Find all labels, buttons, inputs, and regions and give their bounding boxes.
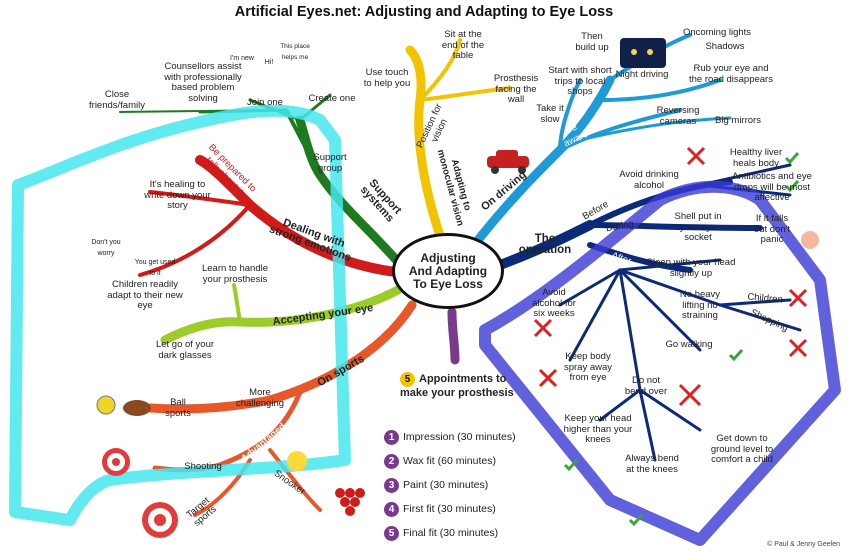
label-close-friends: Close friends/family — [89, 89, 145, 111]
branch-operation-label: The operation — [518, 233, 572, 256]
label-handle-prosthesis: Learn to handle your prosthesis — [201, 263, 269, 285]
branch-appointments — [447, 307, 460, 365]
label-children-adapt: Children readily adapt to their new eye — [107, 279, 183, 311]
center-line-1: Adjusting — [420, 250, 476, 265]
ball-icon — [96, 395, 151, 416]
center-line-3: To Eye Loss — [413, 276, 483, 291]
blue-highlight — [479, 180, 841, 546]
label-body-spray: Keep body spray away from eye — [563, 351, 613, 383]
label-ball-sports: Ball sports — [165, 397, 191, 419]
branch-accepting — [160, 285, 403, 345]
label-use-touch: Use touch to help you — [363, 67, 411, 89]
night-driving-icon — [620, 38, 666, 68]
label-sleep-head-up: Sleep with your head slightly up — [646, 257, 736, 279]
speech-im-new: I'm new — [230, 55, 254, 62]
cross-icons — [533, 146, 808, 407]
label-reversing-cameras: Reversing cameras — [656, 105, 700, 127]
label-no-lifting: No heavy lifting no straining — [679, 289, 721, 321]
label-short-trips: Start with short trips to local shops — [548, 65, 612, 97]
label-oncoming-lights: Oncoming lights — [682, 27, 752, 38]
label-create-one: Create one — [308, 93, 356, 104]
label-more-challenging: More challenging — [235, 387, 285, 409]
label-counsellors: Counsellors assist with professionally b… — [164, 61, 242, 104]
label-big-mirrors: Big mirrors — [715, 115, 761, 126]
target-icon — [102, 448, 178, 538]
label-ground-level: Get down to ground level to comfort a ch… — [710, 433, 774, 465]
label-go-walking: Go walking — [665, 339, 713, 350]
speech-get-used: You get used to it — [134, 259, 176, 277]
center-node: Adjusting And Adapting To Eye Loss — [392, 233, 504, 309]
label-shooting: Shooting — [184, 461, 222, 472]
branch-sports — [145, 300, 417, 414]
label-antibiotics: Antibiotics and eye drops will be most a… — [732, 171, 812, 203]
branch-operation — [495, 220, 595, 270]
page-title: Artificial Eyes.net: Adjusting and Adapt… — [234, 4, 614, 20]
car-icon — [487, 150, 529, 174]
label-avoid-alcohol-six: Avoid alcohol for six weeks — [532, 287, 576, 319]
label-night-driving: Night driving — [615, 69, 669, 80]
label-healthy-liver: Healthy liver heals body — [729, 147, 783, 169]
label-support-group: Support group — [313, 152, 347, 174]
appointments-number-badge: 5 — [400, 372, 415, 387]
label-falls-out: If it falls out don't panic — [753, 213, 791, 245]
label-dark-glasses: Let go of your dark glasses — [155, 339, 215, 361]
label-avoid-drinking: Avoid drinking alcohol — [619, 169, 679, 191]
center-line-2: And Adapting — [408, 263, 488, 278]
label-shell-in: Shell put in your eye socket — [674, 211, 722, 243]
branch-emotions — [195, 155, 401, 277]
label-do-not-bend: Do not bend over — [624, 375, 668, 397]
label-shadows: Shadows — [705, 41, 745, 52]
branch-position — [405, 45, 445, 241]
label-build-up: Then build up — [575, 31, 609, 53]
snooker-icon — [335, 488, 365, 516]
credit-text: © Paul & Jenny Geelen — [767, 541, 840, 548]
speech-place-helps: This place helps me — [280, 43, 310, 61]
label-head-higher: Keep your head higher than your knees — [563, 413, 633, 445]
branch-support — [295, 115, 403, 267]
cyan-highlight — [9, 104, 351, 526]
label-write-story: It's healing to write down your story — [144, 179, 211, 211]
label-prosthesis-wall: Prosthesis facing the wall — [493, 73, 539, 105]
label-sit-end-table: Sit at the end of the table — [441, 29, 485, 61]
speech-dont-worry: Don't you worry — [91, 239, 121, 257]
label-bend-knees: Always bend at the knees — [625, 453, 679, 475]
label-join-one: Join one — [247, 97, 283, 108]
label-take-slow: Take it slow — [536, 103, 564, 125]
speech-hi: Hi! — [264, 59, 274, 66]
label-rub-eye: Rub your eye and the road disappears — [689, 63, 773, 85]
